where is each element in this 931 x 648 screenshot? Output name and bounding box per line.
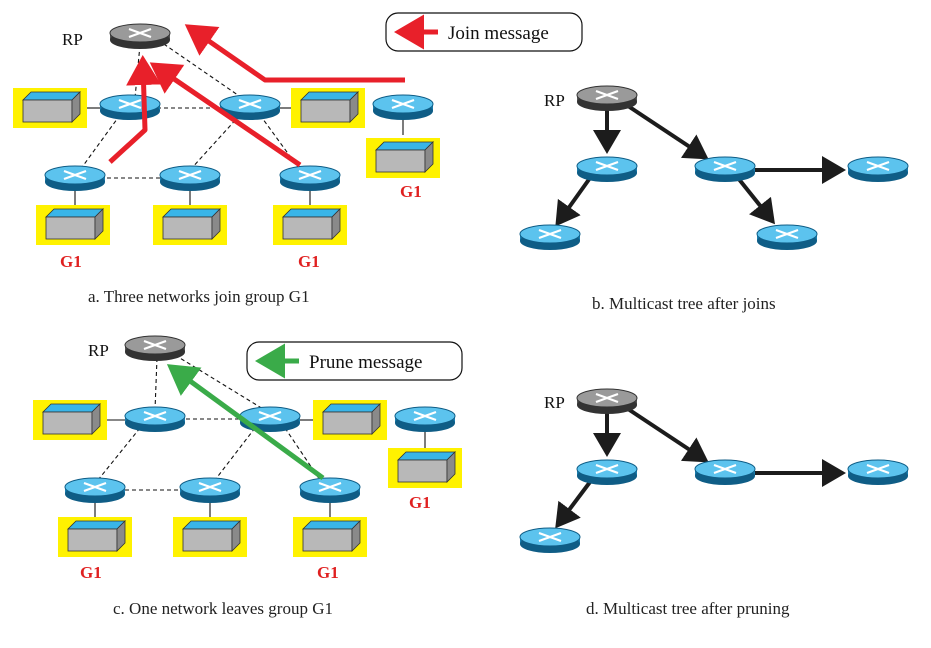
rp-label: RP (544, 393, 565, 412)
tree-arrows (555, 102, 846, 227)
host-computer-icon (312, 399, 388, 441)
router-icon (693, 155, 757, 184)
router-icon (43, 164, 107, 193)
router-icon (123, 405, 187, 434)
router-icon (63, 476, 127, 505)
rp-router-icon (575, 84, 639, 113)
host-computer-icon (35, 204, 111, 246)
host-computer-icon (152, 204, 228, 246)
panel-c: RP G1 G1 G1 Prune message c. One network… (32, 334, 463, 618)
rp-router-icon (575, 387, 639, 416)
join-message-legend: Join message (385, 12, 583, 52)
panel-caption: a. Three networks join group G1 (88, 287, 310, 306)
router-icon (846, 155, 910, 184)
router-icon (238, 405, 302, 434)
panel-d: RP d. Multicast tree after pruning (518, 387, 910, 618)
host-computer-icon (32, 399, 108, 441)
router-icon (393, 405, 457, 434)
host-computer-icon (272, 204, 348, 246)
panel-caption: c. One network leaves group G1 (113, 599, 333, 618)
rp-label: RP (544, 91, 565, 110)
router-icon (278, 164, 342, 193)
router-icon (575, 155, 639, 184)
router-icon (98, 93, 162, 122)
join-arrows (108, 24, 405, 168)
group-label-g1: G1 (60, 252, 82, 271)
router-icon (575, 458, 639, 487)
router-icon (755, 223, 819, 252)
router-icon (693, 458, 757, 487)
rp-router-icon (123, 334, 187, 363)
host-computer-icon (57, 516, 133, 558)
tree-arrows (555, 405, 846, 529)
router-icon (178, 476, 242, 505)
host-computer-icon (365, 137, 441, 179)
router-icon (298, 476, 362, 505)
router-icon (158, 164, 222, 193)
panel-caption: d. Multicast tree after pruning (586, 599, 790, 618)
group-label-g1: G1 (317, 563, 339, 582)
panel-a: RP G1 G1 G1 Join message a. Three networ… (12, 12, 583, 306)
group-label-g1: G1 (80, 563, 102, 582)
panel-b: RP b. Multicast tree after joins (518, 84, 910, 313)
host-computer-icon (292, 516, 368, 558)
prune-arrow (166, 364, 325, 481)
panel-caption: b. Multicast tree after joins (592, 294, 776, 313)
host-computer-icon (12, 87, 88, 129)
router-icon (518, 526, 582, 555)
host-computer-icon (290, 87, 366, 129)
rp-label: RP (62, 30, 83, 49)
host-computer-icon (387, 447, 463, 489)
router-icon (518, 223, 582, 252)
rp-router-icon (108, 22, 172, 51)
group-label-g1: G1 (409, 493, 431, 512)
legend-label: Prune message (309, 352, 422, 373)
group-label-g1: G1 (400, 182, 422, 201)
prune-message-legend: Prune message (246, 341, 463, 381)
router-icon (846, 458, 910, 487)
legend-label: Join message (448, 23, 549, 44)
rp-label: RP (88, 341, 109, 360)
group-label-g1: G1 (298, 252, 320, 271)
router-icon (371, 93, 435, 122)
host-computer-icon (172, 516, 248, 558)
